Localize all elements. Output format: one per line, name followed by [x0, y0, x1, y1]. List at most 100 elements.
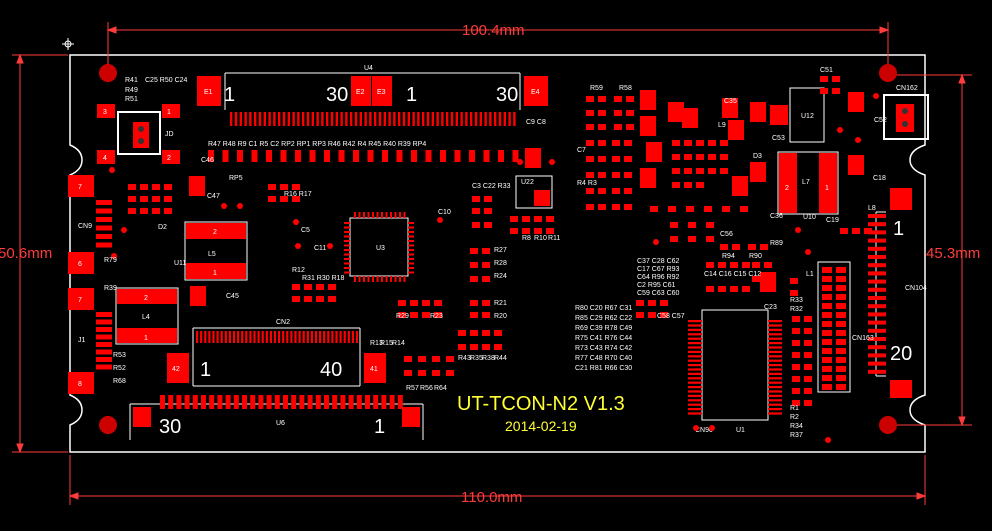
pad: [836, 339, 846, 345]
pad: [668, 206, 676, 212]
pad: [840, 228, 848, 234]
via: [873, 93, 879, 99]
via: [653, 239, 659, 245]
pad: [868, 328, 886, 333]
pad: [408, 249, 414, 251]
pad: [470, 330, 478, 336]
pad: [363, 212, 365, 218]
l5-pin-2: 2: [213, 229, 217, 236]
pad: [200, 331, 203, 343]
pad: [399, 212, 401, 218]
pad: [228, 331, 231, 343]
pad: [792, 376, 800, 382]
pad: [324, 150, 330, 162]
cn104-pin-1: 1: [893, 218, 904, 240]
pad: [441, 112, 444, 126]
pad: [204, 331, 207, 343]
pad: [508, 112, 511, 126]
l7-pin-2: 2: [785, 185, 789, 192]
r21-label: R21: [494, 300, 507, 307]
r28-label: R28: [494, 260, 507, 267]
c7-label: C7: [577, 147, 586, 154]
r33-label: R33: [790, 297, 803, 304]
pad: [425, 150, 432, 162]
u3-label: U3: [376, 245, 385, 252]
pad: [752, 262, 760, 268]
pad: [470, 276, 478, 282]
pad: [792, 328, 800, 334]
pad: [586, 140, 594, 146]
pad: [376, 276, 379, 282]
pad: [688, 364, 702, 367]
pad: [718, 286, 726, 292]
pad: [768, 399, 782, 402]
pad: [460, 112, 463, 126]
pad: [768, 364, 782, 367]
pad: [720, 168, 728, 174]
pin-label: 2: [167, 155, 171, 162]
u10-label: U10: [803, 214, 816, 221]
pad: [792, 340, 800, 346]
pad: [822, 384, 832, 390]
pad: [768, 350, 782, 353]
pad: [836, 330, 846, 336]
pad: [378, 112, 382, 126]
pad: [309, 150, 316, 162]
pin-label: 1: [167, 109, 171, 116]
pad: [790, 290, 798, 296]
cap-group: C2 R95 C61: [637, 282, 676, 289]
pad: [688, 368, 702, 371]
pad: [258, 112, 262, 126]
pad: [760, 272, 776, 292]
pad: [498, 150, 504, 162]
pad: [586, 124, 594, 130]
pad: [494, 344, 502, 350]
r56-label: R56: [420, 385, 433, 392]
pad: [708, 154, 716, 160]
pad: [688, 350, 702, 353]
pad: [418, 370, 426, 376]
pad: [482, 300, 490, 306]
pad: [848, 155, 864, 175]
pad: [152, 208, 160, 214]
pad: [249, 331, 252, 343]
pad: [768, 324, 782, 327]
u6-pin-30: 30: [159, 416, 181, 438]
pad: [546, 228, 554, 234]
pad: [302, 331, 305, 343]
dim-left-height: 50.6mm: [0, 245, 52, 262]
r53-label: R53: [113, 352, 126, 359]
pad: [688, 359, 702, 362]
pad: [431, 112, 434, 126]
pad: [768, 346, 782, 349]
cap-group: C17 C67 R93: [637, 266, 680, 273]
cn162-connector: [883, 94, 929, 140]
pad: [397, 395, 403, 409]
pad: [706, 222, 714, 228]
pad: [96, 242, 112, 248]
pad: [640, 116, 656, 136]
pad: [266, 395, 272, 409]
pad: [750, 162, 766, 182]
u22-label: U22: [521, 179, 534, 186]
l1-label: L1: [806, 271, 814, 278]
res-table-row: C21 R81 R66 C30: [575, 365, 632, 372]
pad: [836, 321, 846, 327]
pad: [650, 206, 658, 212]
pad: [768, 377, 782, 380]
pad: [208, 331, 211, 343]
pad: [408, 262, 414, 265]
c5-label: C5: [301, 227, 310, 234]
pad: [868, 296, 886, 300]
pad: [688, 320, 702, 323]
pad: [648, 312, 656, 318]
pad: [230, 112, 233, 126]
pad: [626, 110, 634, 116]
pad: [868, 361, 886, 366]
pad: [768, 359, 782, 362]
pad: [636, 300, 644, 306]
pad: [752, 276, 760, 282]
pad: [323, 331, 326, 343]
pad: [422, 312, 430, 318]
pad: [422, 300, 430, 306]
